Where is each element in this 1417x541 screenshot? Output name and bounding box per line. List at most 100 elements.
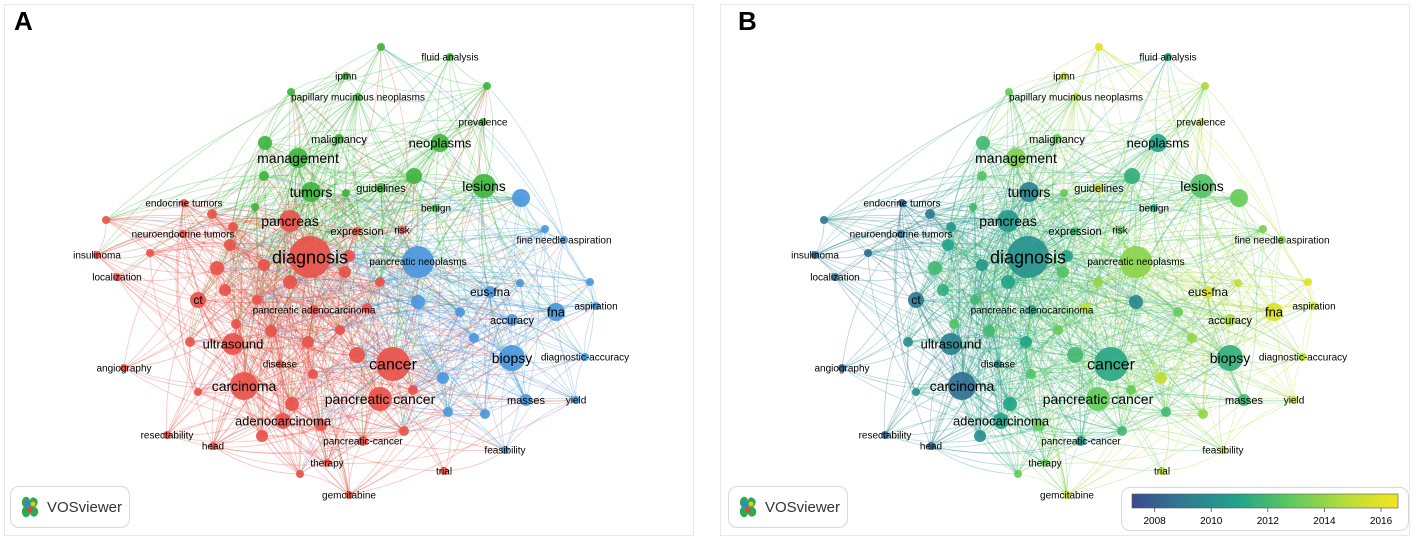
node-unlabeled[interactable] (976, 136, 990, 150)
node-risk[interactable] (1116, 226, 1124, 234)
node-gemcitabine[interactable] (345, 491, 353, 499)
node-unlabeled[interactable] (912, 388, 920, 396)
node-unlabeled[interactable] (1161, 407, 1171, 417)
node-biopsy[interactable] (499, 345, 525, 371)
node-unlabeled[interactable] (942, 239, 954, 251)
node-resectability[interactable] (163, 431, 171, 439)
node-cancer[interactable] (1094, 347, 1128, 381)
node-unlabeled[interactable] (1187, 333, 1197, 343)
node-pancreatic-cancer[interactable] (368, 387, 392, 411)
node-malignancy[interactable] (334, 134, 344, 144)
node-tumors[interactable] (301, 182, 321, 202)
node-unlabeled[interactable] (408, 385, 418, 395)
node-papillary-mucinous-neoplasms[interactable] (354, 93, 362, 101)
node-trial[interactable] (1158, 467, 1166, 475)
node-ct[interactable] (908, 292, 924, 308)
node-unlabeled[interactable] (1014, 470, 1022, 478)
node-unlabeled[interactable] (1259, 225, 1267, 233)
node-unlabeled[interactable] (928, 261, 942, 275)
node-endocrine-tumors[interactable] (180, 199, 188, 207)
node-unlabeled[interactable] (287, 88, 295, 96)
node-fluid-analysis[interactable] (1164, 53, 1172, 61)
node-neoplasms[interactable] (431, 134, 449, 152)
node-unlabeled[interactable] (1067, 347, 1083, 363)
node-unlabeled[interactable] (903, 337, 913, 347)
node-adenocarcinoma[interactable] (275, 413, 291, 429)
node-yield[interactable] (1290, 396, 1298, 404)
node-unlabeled[interactable] (1126, 385, 1136, 395)
node-unlabeled[interactable] (399, 426, 409, 436)
node-unlabeled[interactable] (251, 203, 259, 211)
node-guidelines[interactable] (376, 183, 386, 193)
node-unlabeled[interactable] (1201, 82, 1209, 90)
node-unlabeled[interactable] (1173, 307, 1183, 317)
node-angiography[interactable] (838, 364, 846, 372)
node-fluid-analysis[interactable] (446, 53, 454, 61)
vosviewer-badge-a[interactable]: VOSviewer (10, 486, 130, 528)
node-localization[interactable] (831, 273, 839, 281)
node-insulinoma[interactable] (93, 251, 101, 259)
node-feasibility[interactable] (501, 446, 509, 454)
node-pancreatic-cancer[interactable] (358, 436, 368, 446)
node-unlabeled[interactable] (820, 216, 828, 224)
node-unlabeled[interactable] (252, 295, 262, 305)
node-diagnosis[interactable] (289, 236, 331, 278)
node-neoplasms[interactable] (1149, 134, 1167, 152)
node-head[interactable] (209, 442, 217, 450)
node-ipmn[interactable] (342, 72, 350, 80)
node-unlabeled[interactable] (1093, 277, 1103, 287)
node-unlabeled[interactable] (469, 333, 479, 343)
node-unlabeled[interactable] (283, 275, 297, 289)
node-unlabeled[interactable] (259, 171, 269, 181)
node-unlabeled[interactable] (1155, 372, 1167, 384)
node-diagnosis[interactable] (1007, 236, 1049, 278)
node-pancreas[interactable] (279, 210, 301, 232)
node-unlabeled[interactable] (343, 250, 355, 262)
node-unlabeled[interactable] (946, 222, 956, 232)
node-unlabeled[interactable] (285, 397, 299, 411)
node-fine-needle-aspiration[interactable] (560, 236, 568, 244)
node-unlabeled[interactable] (586, 278, 594, 286)
node-unlabeled[interactable] (1003, 397, 1017, 411)
node-malignancy[interactable] (1052, 134, 1062, 144)
node-unlabeled[interactable] (339, 266, 351, 278)
node-unlabeled[interactable] (406, 168, 422, 184)
node-unlabeled[interactable] (335, 325, 345, 335)
node-unlabeled[interactable] (974, 430, 986, 442)
node-unlabeled[interactable] (375, 277, 385, 287)
node-unlabeled[interactable] (258, 136, 272, 150)
node-papillary-mucinous-neoplasms[interactable] (1072, 93, 1080, 101)
node-disease[interactable] (276, 360, 284, 368)
node-unlabeled[interactable] (1080, 303, 1090, 313)
node-gemcitabine[interactable] (1063, 491, 1071, 499)
node-therapy[interactable] (323, 459, 331, 467)
node-neuroendocrine-tumors[interactable] (179, 230, 187, 238)
node-unlabeled[interactable] (224, 239, 236, 251)
node-yield[interactable] (572, 396, 580, 404)
node-carcinoma[interactable] (948, 372, 976, 400)
node-unlabeled[interactable] (1060, 189, 1068, 197)
node-fna[interactable] (1265, 303, 1283, 321)
node-ultrasound[interactable] (222, 333, 244, 355)
node-unlabeled[interactable] (411, 295, 425, 309)
node-unlabeled[interactable] (480, 409, 490, 419)
node-angiography[interactable] (120, 364, 128, 372)
node-unlabeled[interactable] (1053, 325, 1063, 335)
node-management[interactable] (1006, 148, 1026, 168)
node-unlabeled[interactable] (362, 303, 372, 313)
node-unlabeled[interactable] (1001, 275, 1015, 289)
node-unlabeled[interactable] (349, 347, 365, 363)
node-unlabeled[interactable] (296, 470, 304, 478)
node-unlabeled[interactable] (231, 319, 241, 329)
node-disease[interactable] (994, 360, 1002, 368)
node-feasibility[interactable] (1219, 446, 1227, 454)
node-unlabeled[interactable] (1020, 336, 1032, 348)
node-ultrasound[interactable] (940, 333, 962, 355)
node-head[interactable] (927, 442, 935, 450)
node-cancer[interactable] (376, 347, 410, 381)
node-tumors[interactable] (1019, 182, 1039, 202)
node-unlabeled[interactable] (976, 259, 988, 271)
node-unlabeled[interactable] (1230, 189, 1248, 207)
node-adenocarcinoma[interactable] (993, 413, 1009, 429)
node-unlabeled[interactable] (377, 43, 385, 51)
